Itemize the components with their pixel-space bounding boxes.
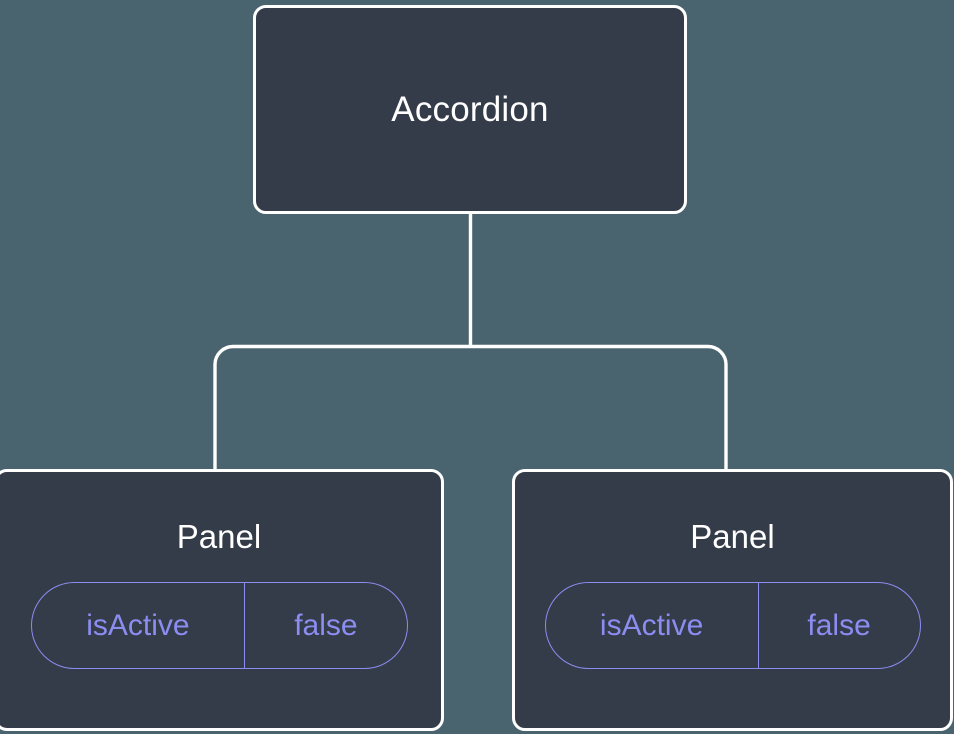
node-panel-left[interactable]: Panel isActive false [0, 469, 444, 731]
node-panel-right[interactable]: Panel isActive false [512, 469, 953, 731]
prop-value-right: false [807, 608, 871, 642]
prop-value-left: false [294, 608, 358, 642]
node-accordion-label: Accordion [391, 90, 549, 129]
node-accordion[interactable]: Accordion [253, 5, 687, 214]
prop-pill-left[interactable]: isActive false [30, 582, 408, 669]
connector-branch-left [213, 344, 471, 469]
node-panel-left-label: Panel [176, 518, 262, 555]
node-panel-right-label: Panel [690, 518, 775, 555]
prop-key-left: isActive [32, 583, 246, 668]
connector-branch-right [470, 344, 728, 469]
prop-key-right: isActive [546, 583, 759, 668]
prop-pill-right[interactable]: isActive false [544, 582, 921, 669]
